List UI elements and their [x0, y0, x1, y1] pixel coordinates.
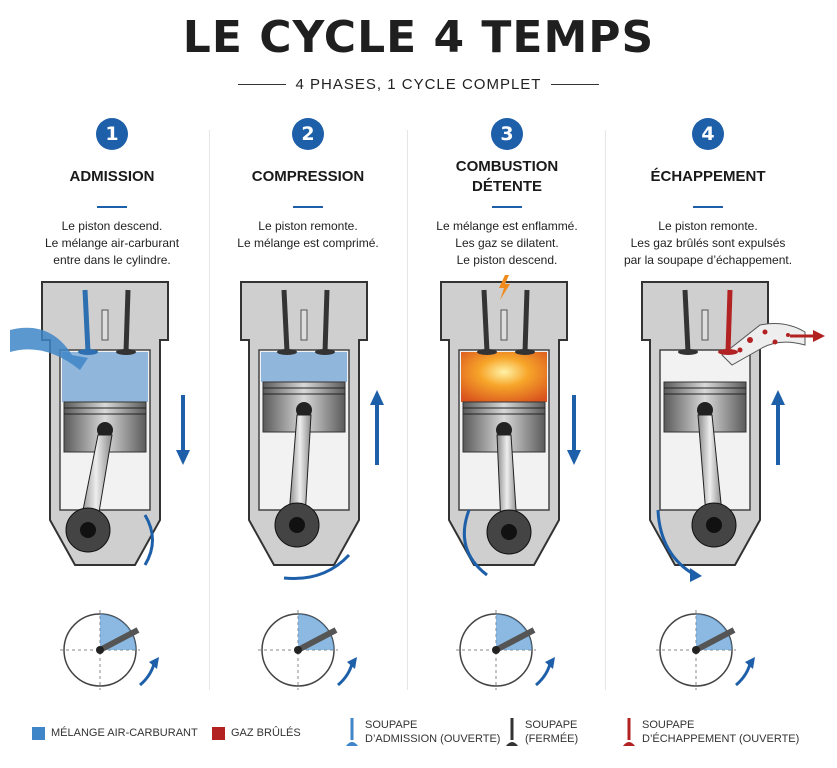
phase-number-badge: 4: [692, 118, 724, 150]
crank-dial-combustion: [456, 610, 555, 690]
phase-number-badge: 3: [491, 118, 523, 150]
phase-number-badge: 2: [292, 118, 324, 150]
page-title: LE CYCLE 4 TEMPS: [182, 12, 655, 63]
legend-item-mixture: MÉLANGE AIR-CARBURANT: [32, 726, 198, 740]
column-divider: [209, 130, 210, 690]
column-divider: [605, 130, 606, 690]
phase-rule: [492, 206, 522, 208]
subtitle-left-rule: [237, 83, 286, 85]
legend-item-intake-valve: SOUPAPE D’ADMISSION (OUVERTE): [345, 718, 500, 748]
phase-description: Le piston remonte. Le mélange est compri…: [237, 219, 379, 250]
subtitle-right-rule: [551, 83, 600, 85]
intake-valve-icon: [346, 718, 358, 746]
phase-description: Le mélange est enflammé. Les gaz se dila…: [436, 219, 578, 267]
page-subtitle: 4 PHASES, 1 CYCLE COMPLET: [295, 75, 542, 93]
phase-4-header: 4 ÉCHAPPEMENT Le piston remonte. Les gaz…: [613, 118, 803, 269]
subtitle-row: 4 PHASES, 1 CYCLE COMPLET: [0, 73, 837, 95]
phase-name: ADMISSION: [69, 168, 155, 185]
legend-label: MÉLANGE AIR-CARBURANT: [51, 727, 198, 739]
crank-dial-exhaust: [656, 610, 755, 690]
column-divider: [407, 130, 408, 690]
engine-exhaust-illustration: [641, 281, 825, 582]
phase-1-header: 1 ADMISSION Le piston descend. Le mélang…: [17, 118, 207, 269]
legend-label: GAZ BRÛLÉS: [231, 727, 301, 739]
phase-rule: [97, 206, 127, 208]
phase-name: ÉCHAPPEMENT: [650, 168, 766, 185]
engine-compression-illustration: [240, 281, 384, 581]
legend-label: SOUPAPE D’ÉCHAPPEMENT (OUVERTE): [642, 719, 800, 745]
legend-item-closed-valve: SOUPAPE (FERMÉE): [505, 718, 578, 748]
legend-label: SOUPAPE D’ADMISSION (OUVERTE): [365, 719, 501, 745]
legend-item-burnt-gas: GAZ BRÛLÉS: [212, 726, 301, 740]
phase-2-header: 2 COMPRESSION Le piston remonte. Le méla…: [213, 118, 403, 252]
phase-name: COMBUSTION DÉTENTE: [455, 158, 559, 195]
engine-admission-illustration: [10, 281, 190, 566]
crank-dial-admission: [60, 610, 159, 690]
engine-combustion-illustration: [440, 275, 581, 577]
exhaust-valve-icon: [623, 718, 635, 746]
phase-rule: [293, 206, 323, 208]
legend-item-exhaust-valve: SOUPAPE D’ÉCHAPPEMENT (OUVERTE): [622, 718, 799, 748]
phase-description: Le piston descend. Le mélange air-carbur…: [44, 219, 180, 267]
phase-name: COMPRESSION: [251, 168, 365, 185]
blue-square-icon: [32, 727, 45, 740]
phase-rule: [693, 206, 723, 208]
crank-dial-compression: [258, 610, 357, 690]
legend-label: SOUPAPE (FERMÉE): [525, 719, 579, 745]
legend: MÉLANGE AIR-CARBURANT GAZ BRÛLÉS SOUPAPE…: [0, 712, 837, 762]
spark-icon: [499, 275, 510, 300]
phase-number-badge: 1: [96, 118, 128, 150]
phase-description: Le piston remonte. Les gaz brûlés sont e…: [623, 219, 793, 267]
closed-valve-icon: [506, 718, 518, 746]
phase-3-header: 3 COMBUSTION DÉTENTE Le mélange est enfl…: [412, 118, 602, 269]
red-square-icon: [212, 727, 225, 740]
